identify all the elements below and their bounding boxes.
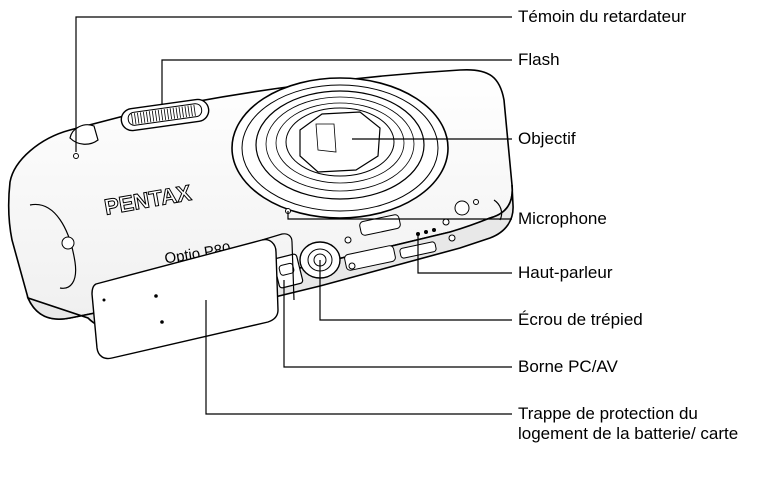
flash-window xyxy=(120,98,210,132)
leader-battery-cover xyxy=(205,300,512,415)
camera-grip xyxy=(29,203,77,289)
leader-self-timer xyxy=(75,16,512,152)
label-self-timer-lamp: Témoin du retardateur xyxy=(518,7,687,26)
indicator-hole xyxy=(473,199,479,205)
leader-tripod xyxy=(319,260,512,321)
label-tripod-socket: Écrou de trépied xyxy=(518,310,643,329)
leader-pc-av xyxy=(283,280,512,368)
label-battery-card-cover: Trappe de protection du logement de la b… xyxy=(518,404,739,443)
strap-lug xyxy=(61,236,75,250)
leader-speaker xyxy=(417,234,512,274)
strap-eyelet xyxy=(454,200,470,216)
leader-lines xyxy=(75,16,512,415)
leader-flash xyxy=(161,59,512,104)
leader-microphone xyxy=(287,211,512,220)
battery-card-cover xyxy=(91,233,295,360)
label-flash: Flash xyxy=(518,50,560,69)
label-speaker: Haut-parleur xyxy=(518,263,613,282)
label-microphone: Microphone xyxy=(518,209,607,228)
label-lens: Objectif xyxy=(518,129,576,148)
label-pc-av-terminal: Borne PC/AV xyxy=(518,357,618,376)
self-timer-lamp xyxy=(69,124,99,159)
lens xyxy=(231,77,449,219)
